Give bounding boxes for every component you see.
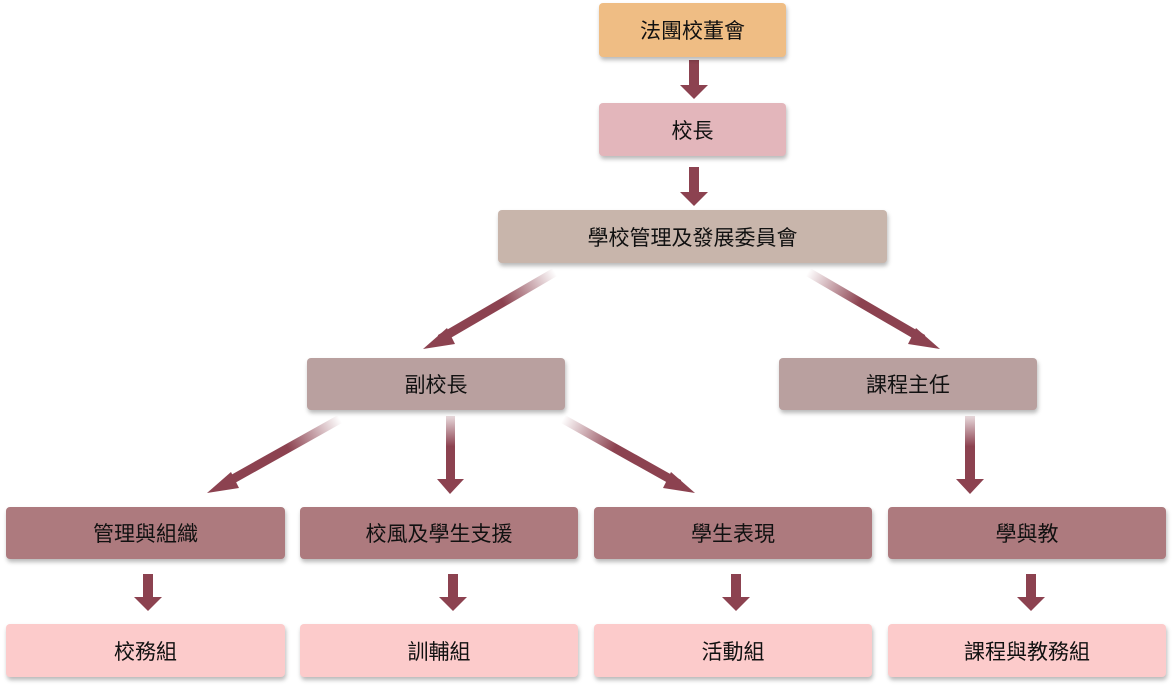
arrow-vice-principal-to-management — [207, 415, 343, 493]
node-principal: 校長 — [599, 103, 786, 156]
node-board: 法團校董會 — [599, 3, 786, 57]
node-committee: 學校管理及發展委員會 — [498, 210, 887, 263]
arrow-vice-principal-to-ethos-support — [437, 416, 464, 494]
node-curriculum-affairs-team: 課程與教務組 — [888, 624, 1166, 677]
arrow-performance-to-activities — [722, 574, 750, 611]
arrow-committee-to-curriculum-head — [805, 268, 940, 349]
arrow-board-to-principal — [680, 60, 708, 99]
node-learning-teaching: 學與教 — [888, 507, 1166, 559]
node-school-affairs-team: 校務組 — [6, 624, 285, 677]
node-activities-team: 活動組 — [594, 624, 872, 677]
node-management: 管理與組織 — [6, 507, 285, 559]
arrow-ethos-to-discipline — [439, 574, 467, 611]
arrow-management-to-school-affairs — [134, 574, 162, 611]
node-ethos-support: 校風及學生支援 — [300, 507, 578, 559]
node-vice-principal: 副校長 — [307, 358, 565, 410]
arrow-learning-to-curriculum-affairs — [1017, 574, 1045, 611]
arrow-principal-to-committee — [680, 167, 708, 206]
arrow-curriculum-head-to-learning-teaching — [956, 416, 984, 494]
node-discipline-team: 訓輔組 — [300, 624, 578, 677]
node-curriculum-head: 課程主任 — [779, 358, 1037, 410]
arrow-vice-principal-to-student-performance — [560, 415, 695, 493]
arrow-committee-to-vice-principal — [423, 268, 558, 349]
node-student-performance: 學生表現 — [594, 507, 872, 559]
